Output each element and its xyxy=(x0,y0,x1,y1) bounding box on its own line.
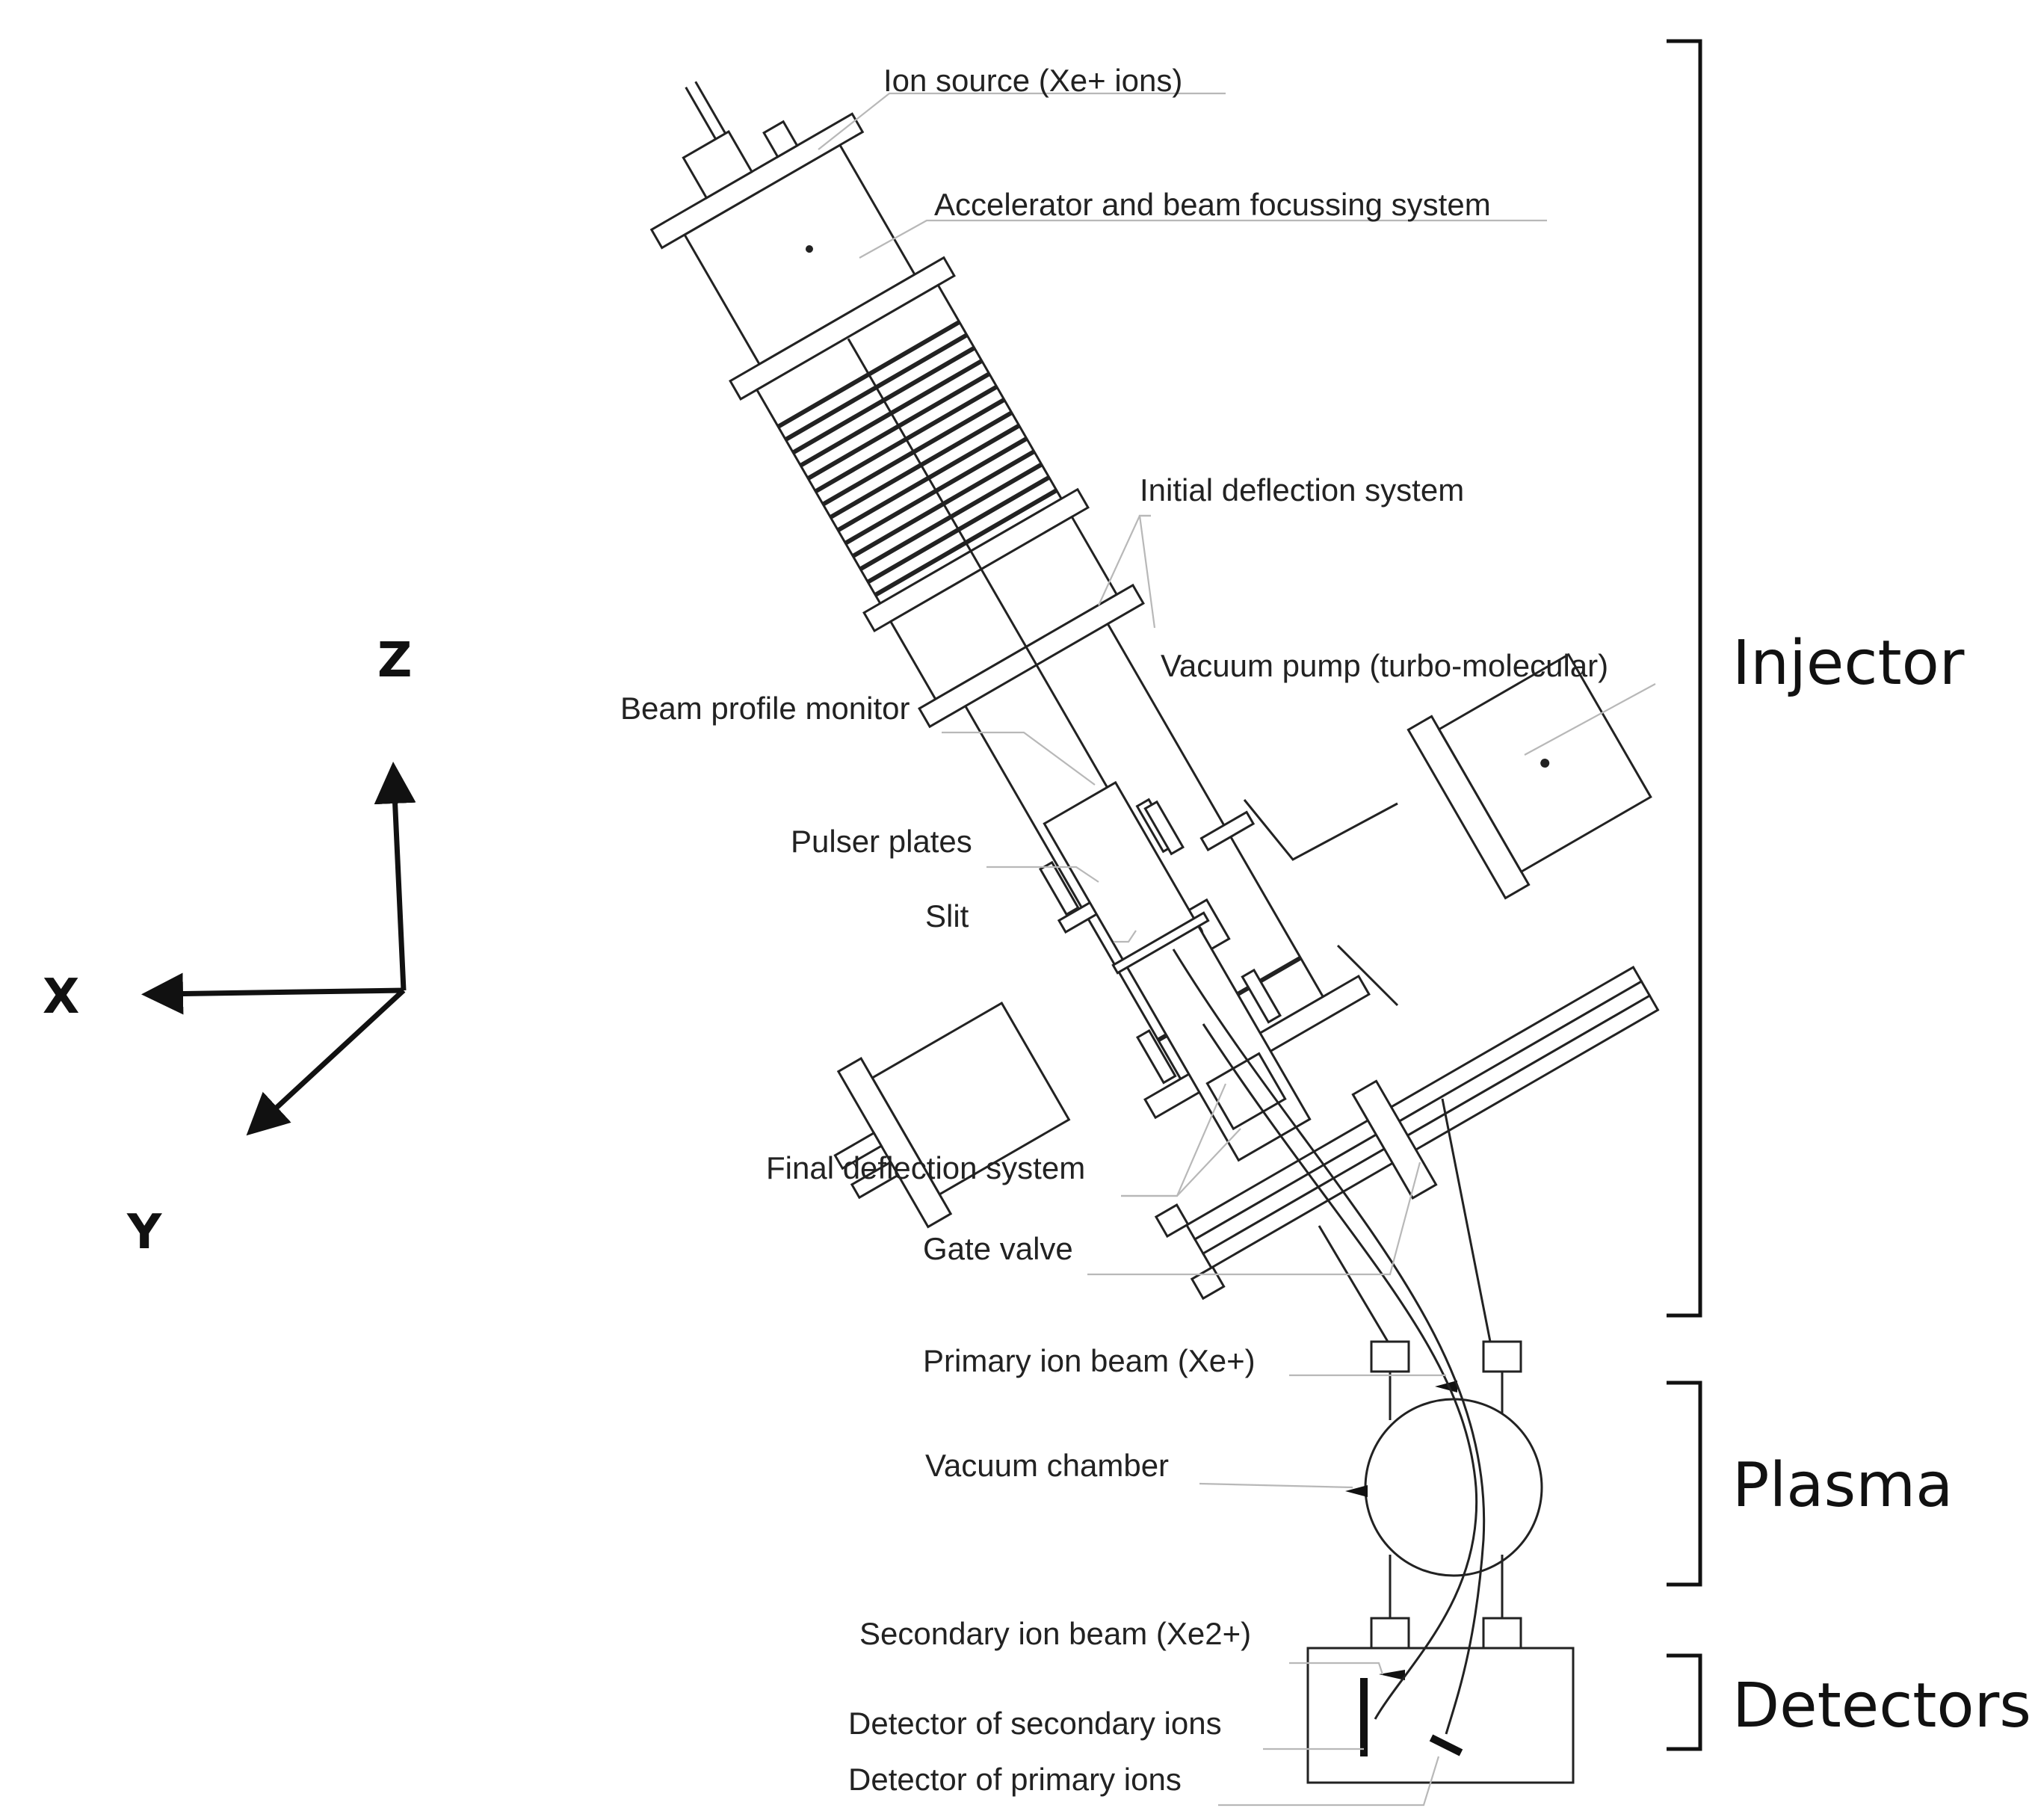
label-ion-source: Ion source (Xe+ ions) xyxy=(883,63,1182,98)
injector-column xyxy=(649,81,1371,1120)
callout-labels: Ion source (Xe+ ions) Accelerator and be… xyxy=(620,63,1608,1797)
y-axis-label: Y xyxy=(126,1205,162,1260)
label-gate-valve: Gate valve xyxy=(923,1231,1073,1266)
ion-source-tab xyxy=(762,120,799,158)
probe-marker xyxy=(1379,1670,1405,1680)
ion-source-rod xyxy=(685,87,717,140)
label-detector-primary: Detector of primary ions xyxy=(848,1762,1182,1797)
plasma-label: Plasma xyxy=(1732,1450,1953,1521)
drift-tube-wall xyxy=(964,705,1182,1080)
gate-valve-assembly xyxy=(1154,965,1660,1301)
label-secondary-ion-beam: Secondary ion beam (Xe2+) xyxy=(859,1616,1251,1651)
label-accelerator: Accelerator and beam focussing system xyxy=(934,187,1491,222)
injector-taper xyxy=(1318,1225,1392,1346)
pulser-plate xyxy=(1039,860,1080,916)
ion-source-rod xyxy=(694,81,726,135)
slit-plate xyxy=(1111,911,1210,975)
section-brackets: Injector Plasma Detectors xyxy=(1667,39,2031,1751)
injector-label: Injector xyxy=(1732,628,1965,699)
central-chamber xyxy=(1039,780,1312,1162)
detectors-bracket xyxy=(1667,1653,1702,1751)
detector-box xyxy=(1306,1647,1575,1784)
label-beam-profile-monitor: Beam profile monitor xyxy=(620,691,910,726)
probe-marker xyxy=(1345,1485,1368,1497)
leader-lines xyxy=(818,92,1656,1807)
primary-ion-beam-path xyxy=(1172,948,1486,1735)
z-axis-label: Z xyxy=(377,633,412,688)
x-axis-arrow xyxy=(141,972,404,1015)
probe-marker xyxy=(1435,1381,1457,1392)
detectors-label: Detectors xyxy=(1732,1671,2031,1742)
injector-taper xyxy=(1441,1098,1492,1346)
z-axis-arrow xyxy=(374,762,416,991)
y-axis-arrow xyxy=(246,988,406,1136)
drift-tube-wall xyxy=(1106,623,1324,998)
injector-bracket xyxy=(1667,39,1702,1318)
axes-indicator: Z X Y xyxy=(43,633,416,1260)
plasma-bracket xyxy=(1667,1381,1702,1587)
label-final-deflection: Final deflection system xyxy=(766,1150,1085,1185)
side-port xyxy=(833,1002,1071,1229)
gate-valve-flange xyxy=(1351,1079,1438,1200)
label-initial-deflection: Initial deflection system xyxy=(1140,472,1464,508)
secondary-ion-beam-path xyxy=(1202,1023,1478,1720)
label-detector-secondary: Detector of secondary ions xyxy=(848,1706,1222,1741)
vacuum-chamber-circle xyxy=(1364,1398,1543,1577)
vacuum-pump-dot xyxy=(1540,759,1550,768)
ion-source-dot xyxy=(805,245,813,253)
label-slit: Slit xyxy=(925,898,969,934)
ion-source-connector xyxy=(682,130,754,200)
initial-deflection-plate xyxy=(1199,810,1256,852)
vacuum-pump-arm xyxy=(1243,653,1652,1007)
final-deflection-plate xyxy=(1241,968,1282,1024)
plasma-chamber xyxy=(1345,1340,1543,1650)
final-deflection-plate xyxy=(1136,1028,1177,1085)
label-primary-ion-beam: Primary ion beam (Xe+) xyxy=(923,1343,1256,1378)
label-vacuum-pump: Vacuum pump (turbo-molecular) xyxy=(1161,648,1608,683)
label-vacuum-chamber: Vacuum chamber xyxy=(925,1448,1169,1483)
x-axis-label: X xyxy=(43,969,79,1025)
label-pulser-plates: Pulser plates xyxy=(791,824,972,859)
pulser-plate xyxy=(1143,800,1185,856)
primary-detector-plate xyxy=(1429,1734,1463,1756)
